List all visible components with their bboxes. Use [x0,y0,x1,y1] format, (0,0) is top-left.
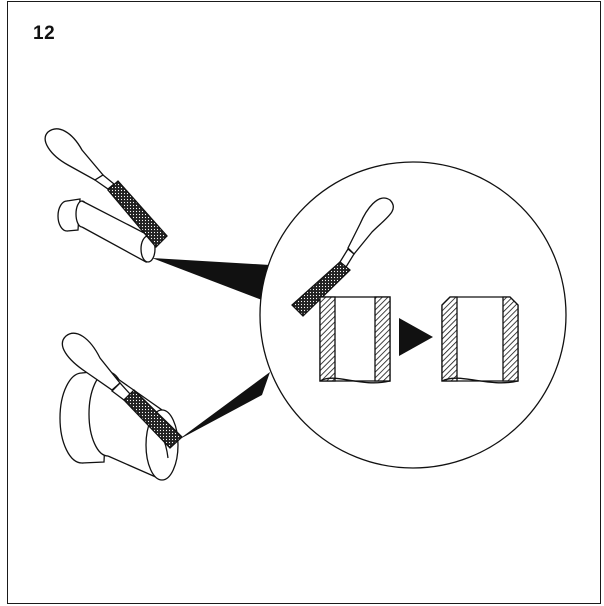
detail-circle [260,162,566,468]
square-pipe-end-section-icon [320,297,390,383]
chamfered-pipe-end-section-icon [442,297,518,383]
callout-wedge-bottom [178,372,270,440]
callout-wedge-top [152,258,270,300]
